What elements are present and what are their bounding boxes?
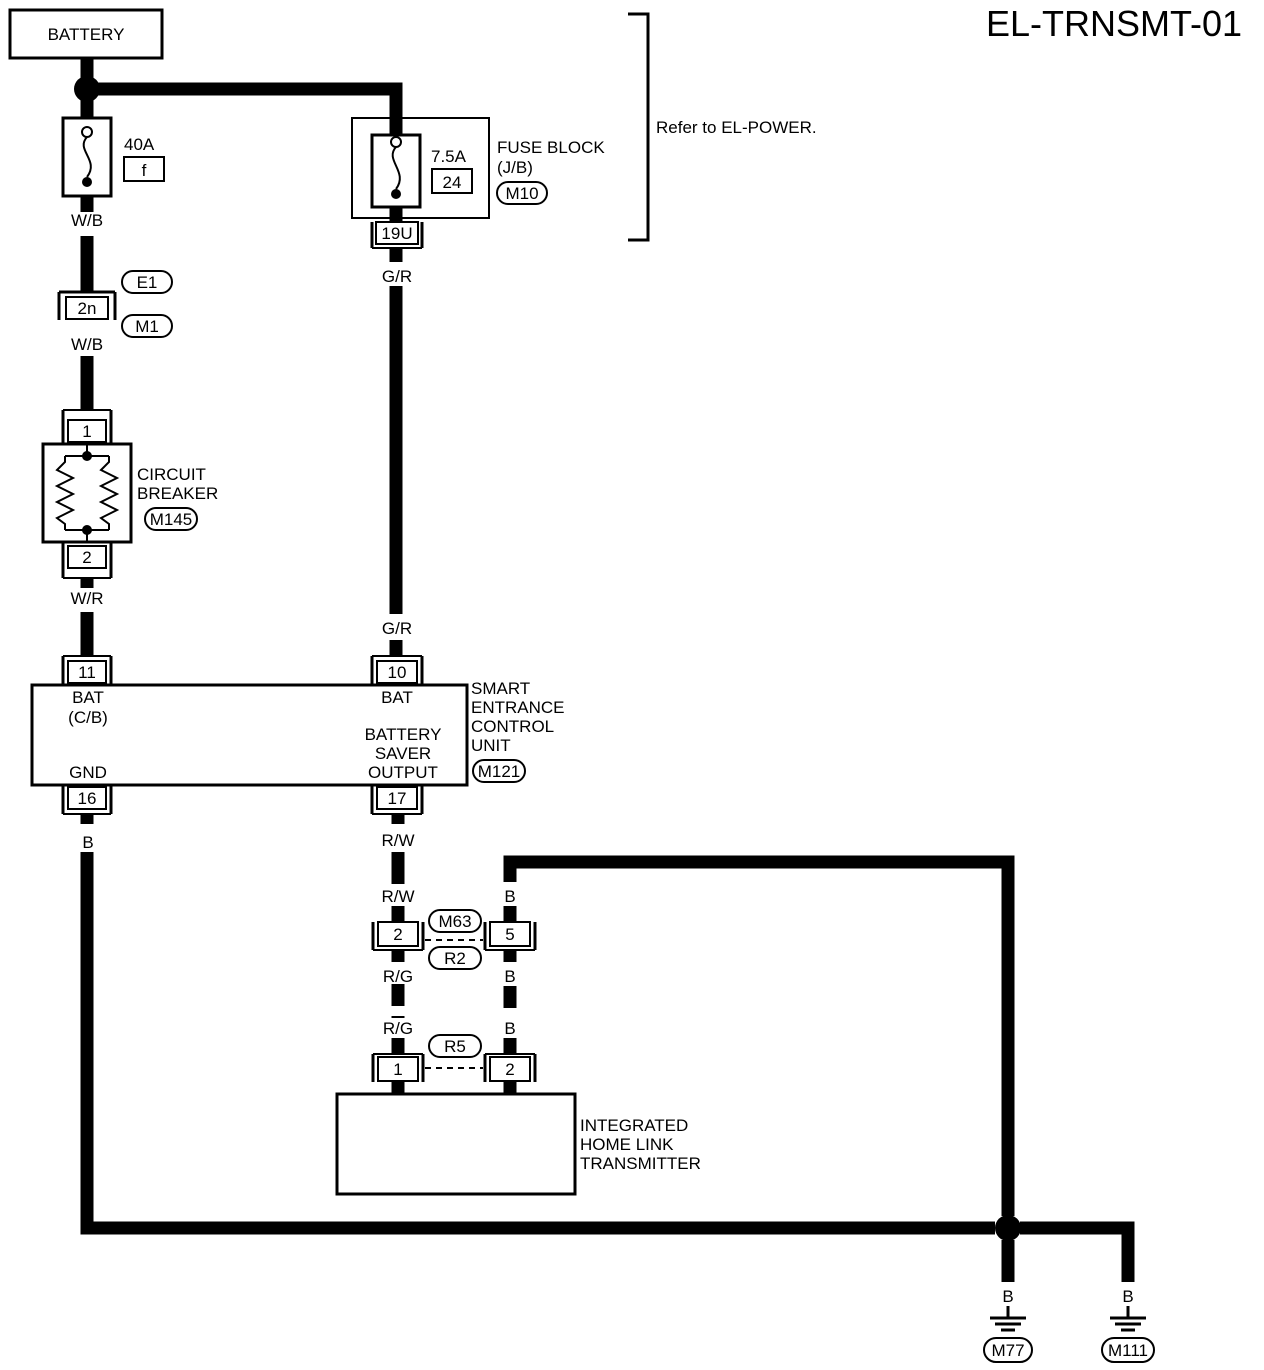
connector-m1: M1 — [135, 317, 159, 336]
wire-color-gr-2: G/R — [382, 619, 412, 638]
fuse-block-terminal: 19U — [381, 224, 412, 243]
transmitter-pin-2: 2 — [505, 1060, 514, 1079]
seccu-pin-17: 17 — [388, 789, 407, 808]
wire-color-rg-2: R/G — [383, 1019, 413, 1038]
smart-entrance-control-unit: 11 10 16 17 BAT (C/B) BAT GND BATTERY SA… — [30, 655, 565, 824]
seccu-connector: M121 — [478, 762, 521, 781]
ground-m77-label: M77 — [991, 1341, 1024, 1360]
battery-label: BATTERY — [48, 25, 125, 44]
breaker-label-2: BREAKER — [137, 484, 218, 503]
seccu-saver-label-1: BATTERY — [365, 725, 442, 744]
wire-color-wb-1: W/B — [71, 211, 103, 230]
circuit-breaker: 1 2 CIRCUIT BREAKER M145 — [41, 409, 218, 588]
wire-color-b-m111: B — [1122, 1287, 1133, 1306]
joint-pin-2: 2 — [393, 925, 402, 944]
junction-dot-top — [74, 76, 100, 102]
battery: BATTERY — [8, 8, 164, 60]
wire-color-b-gnd: B — [82, 833, 93, 852]
fuse-block-label: FUSE BLOCK — [497, 138, 605, 157]
seccu-saver-label-2: SAVER — [375, 744, 431, 763]
wire-color-b-2: B — [504, 967, 515, 986]
joint-pin-5: 5 — [505, 925, 514, 944]
transmitter-label-1: INTEGRATED — [580, 1116, 688, 1135]
connector-pin-2n: 2n — [78, 299, 97, 318]
wire-ground-m111 — [1020, 1221, 1135, 1282]
seccu-label-1: SMART — [471, 679, 530, 698]
ground-m111-label: M111 — [1108, 1341, 1148, 1360]
joint-connector-m63-r2: 2 5 M63 R2 — [371, 909, 537, 970]
transmitter-pin-1: 1 — [393, 1060, 402, 1079]
seccu-gnd-label: GND — [69, 763, 107, 782]
seccu-bat-cb-sub: (C/B) — [68, 708, 108, 727]
seccu-label-2: ENTRANCE — [471, 698, 565, 717]
breaker-label-1: CIRCUIT — [137, 465, 206, 484]
wire-color-b-1: B — [504, 887, 515, 906]
fuse-block: 7.5A 24 FUSE BLOCK (J/B) M10 19U — [351, 117, 605, 262]
wire-color-b-3: B — [504, 1019, 515, 1038]
refer-note: Refer to EL-POWER. — [656, 118, 817, 137]
fuse-block-jb: (J/B) — [497, 158, 533, 177]
fuse-40a: 40A f — [61, 116, 165, 212]
ground-m77: M77 — [983, 1306, 1033, 1363]
wire-color-gr-1: G/R — [382, 267, 412, 286]
seccu-pin-10: 10 — [388, 663, 407, 682]
seccu-bat-label: BAT — [381, 688, 413, 707]
wire-color-b-m77: B — [1002, 1287, 1013, 1306]
wire-color-rg-1: R/G — [383, 967, 413, 986]
seccu-pin-11: 11 — [78, 663, 96, 682]
transmitter-label-2: HOME LINK — [580, 1135, 674, 1154]
joint-connector-lower: R2 — [444, 949, 466, 968]
ground-m111: M111 — [1101, 1306, 1155, 1363]
transmitter-label-3: TRANSMITTER — [580, 1154, 701, 1173]
wire-to-fuse-block — [96, 82, 403, 135]
breaker-pin-1: 1 — [82, 422, 91, 441]
fuse-block-connector: M10 — [505, 184, 538, 203]
transmitter-connector: R5 — [444, 1037, 466, 1056]
harness-connector-2n: 2n E1 M1 — [57, 270, 173, 338]
refer-bracket — [628, 12, 650, 242]
breaker-pin-2: 2 — [82, 548, 91, 567]
breaker-connector: M145 — [150, 510, 193, 529]
joint-connector-upper: M63 — [438, 912, 471, 931]
seccu-label-4: UNIT — [471, 736, 511, 755]
seccu-label-3: CONTROL — [471, 717, 554, 736]
wire-color-wb-2: W/B — [71, 335, 103, 354]
fuse-block-rating: 7.5A — [431, 147, 467, 166]
connector-e1: E1 — [137, 273, 158, 292]
fuse-40a-id: f — [142, 161, 147, 180]
seccu-pin-16: 16 — [78, 789, 97, 808]
fuse-block-fuse-id: 24 — [443, 173, 462, 192]
diagram-title: EL-TRNSMT-01 — [986, 3, 1242, 44]
wire-gnd-b — [80, 852, 995, 1235]
fuse-40a-rating: 40A — [124, 135, 155, 154]
home-link-transmitter: 1 2 R5 INTEGRATED HOME LINK TRANSMITTER — [335, 1034, 701, 1196]
seccu-bat-cb-label: BAT — [72, 688, 104, 707]
wire-color-rw-2: R/W — [381, 887, 414, 906]
wire-color-wr: W/R — [70, 589, 103, 608]
seccu-saver-label-3: OUTPUT — [368, 763, 438, 782]
wire-b-right — [503, 855, 1015, 1216]
wire-color-rw-1: R/W — [381, 831, 414, 850]
junction-dot-ground — [995, 1215, 1021, 1241]
